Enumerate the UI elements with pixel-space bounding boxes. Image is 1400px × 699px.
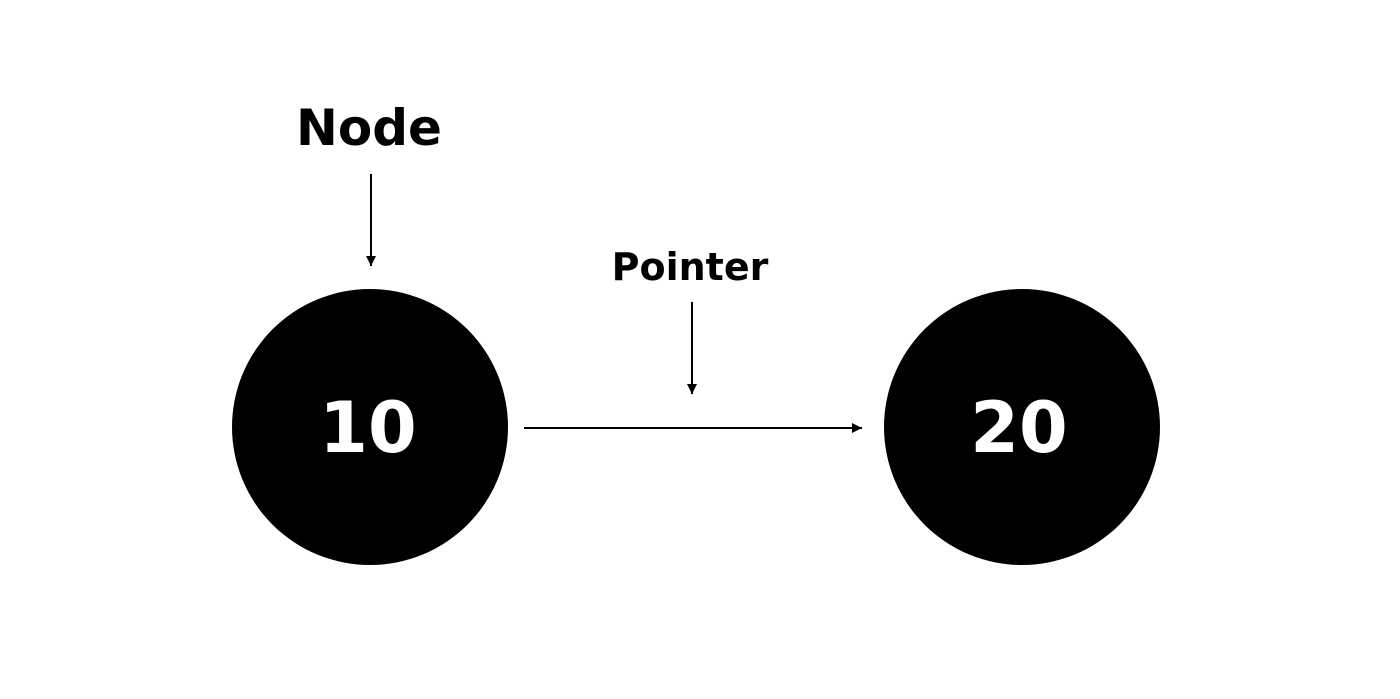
node-label: Node bbox=[296, 99, 442, 157]
pointer-label: Pointer bbox=[612, 245, 769, 289]
node-circle-2 bbox=[884, 289, 1160, 565]
node-value-1: 10 bbox=[319, 387, 416, 469]
node-circle-1 bbox=[232, 289, 508, 565]
node-value-2: 20 bbox=[970, 387, 1067, 469]
list-node-2: 20 bbox=[884, 289, 1160, 565]
list-node-1: 10 bbox=[232, 289, 508, 565]
